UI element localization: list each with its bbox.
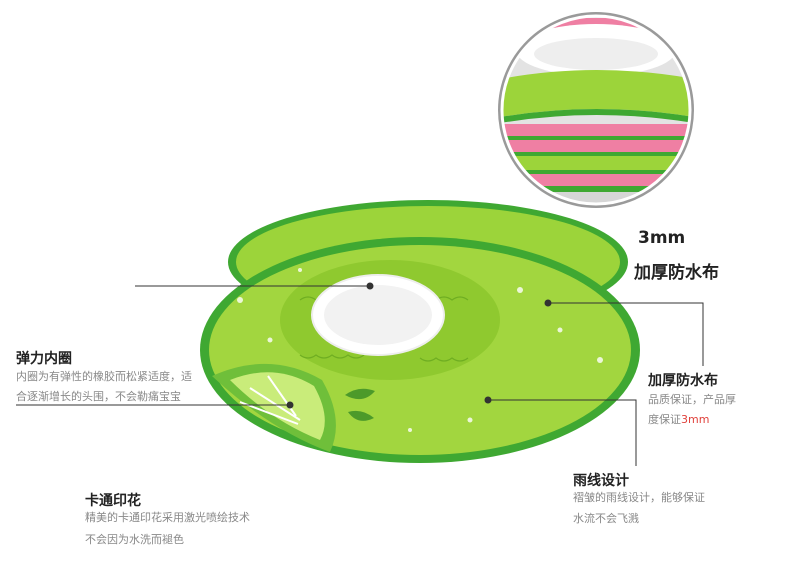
rainline-desc-line1: 褶皱的雨线设计，能够保证: [573, 491, 705, 504]
print-title: 卡通印花: [85, 493, 141, 509]
lime-print-icon: [212, 363, 375, 452]
zoom-size-label: 3mm: [638, 228, 686, 248]
rainline-title: 雨线设计: [573, 473, 629, 489]
fabric-desc-line1: 品质保证，产品厚: [648, 393, 736, 406]
rainline-desc-line2: 水流不会飞溅: [573, 512, 639, 525]
elastic-desc-line1: 内圈为有弹性的橡胶而松紧适度，适: [16, 370, 192, 383]
leader-line-rainline: [488, 399, 637, 466]
leader-line-fabric: [548, 302, 704, 366]
fabric-desc-prefix: 度保证: [648, 413, 681, 426]
print-desc-line2: 不会因为水洗而褪色: [85, 533, 184, 546]
fabric-desc-line2: 度保证3mm: [648, 408, 709, 432]
zoom-detail: [498, 12, 694, 208]
elastic-title: 弹力内圈: [16, 351, 72, 367]
elastic-desc-line2: 合逐渐增长的头围，不会勒痛宝宝: [16, 390, 181, 403]
fabric-title: 加厚防水布: [648, 373, 718, 389]
zoom-title-label: 加厚防水布: [634, 263, 719, 283]
fabric-thickness-highlight: 3mm: [681, 413, 710, 426]
front-shower-cap: [200, 237, 640, 463]
print-desc-line1: 精美的卡通印花采用激光喷绘技术: [85, 511, 250, 524]
